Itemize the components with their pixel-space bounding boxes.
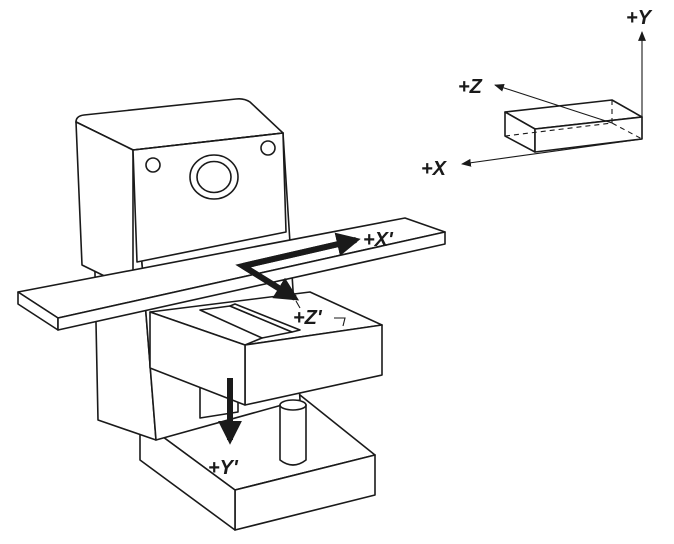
machine-x-axis-arrow xyxy=(242,232,361,269)
z-label-leader xyxy=(295,300,346,327)
reference-box xyxy=(504,99,643,153)
world-coordinate-system: +Y +Z +X xyxy=(421,7,653,180)
spindle-icon xyxy=(189,154,239,200)
bolt-left-icon xyxy=(145,157,161,173)
saddle xyxy=(149,291,383,406)
machine-x-label: +X' xyxy=(363,229,394,251)
machine-y-label: +Y' xyxy=(208,457,239,479)
machine-z-axis-arrow xyxy=(241,263,300,301)
world-y-label: +Y xyxy=(626,7,653,29)
vertical-post xyxy=(279,399,307,466)
spindle-head xyxy=(75,121,287,291)
world-x-label: +X xyxy=(421,158,448,180)
bolt-right-icon xyxy=(260,140,276,156)
machine-coordinate-system: +X' +Z' +Y' xyxy=(208,229,394,479)
world-z-label: +Z xyxy=(458,76,483,98)
world-z-axis-arrow xyxy=(494,83,613,124)
machine-z-label: +Z' xyxy=(293,307,323,329)
world-x-axis-arrow xyxy=(461,138,643,167)
